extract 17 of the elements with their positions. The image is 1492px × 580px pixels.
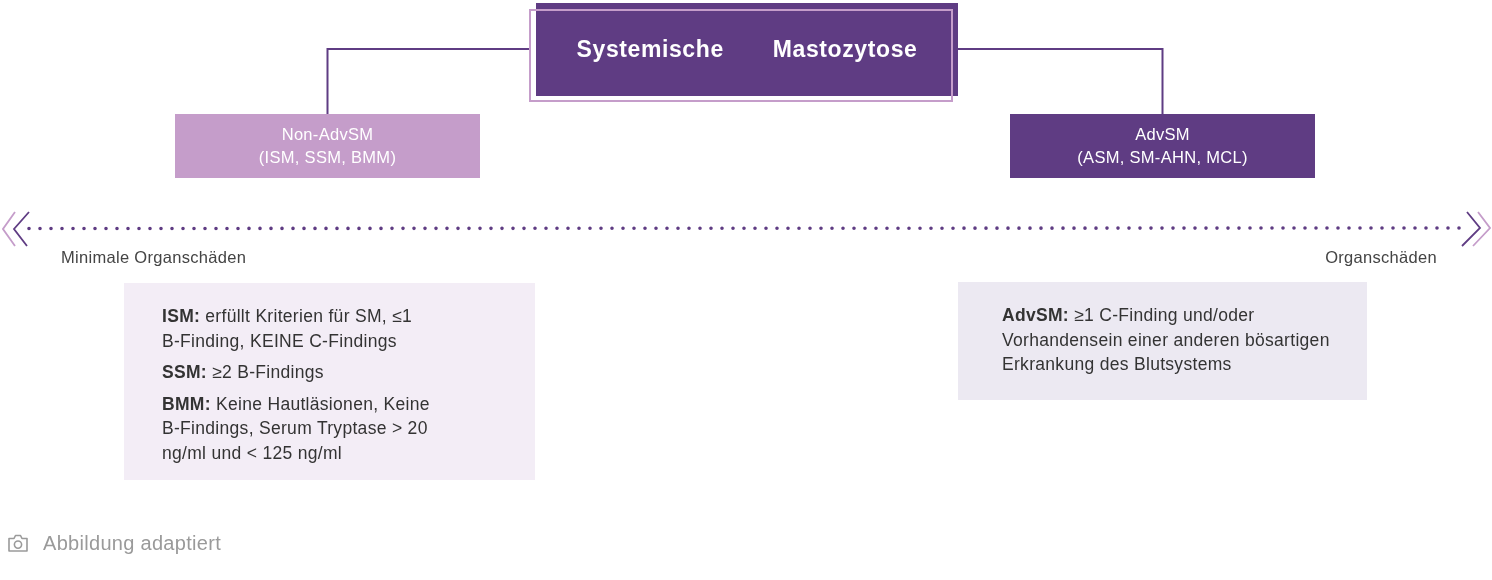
subtype-list: (ASM, SM-AHN, MCL) [1077, 146, 1248, 169]
scale-label: Organschäden [1325, 247, 1437, 267]
connector-line [957, 48, 1164, 115]
figure-caption: Abbildung adaptiert [43, 531, 222, 555]
criteria-text: AdvSM: ≥1 C-Finding und/oder Vorhandensein einer anderen bösartigen Erkrankung des Blutsystems [1002, 304, 1331, 376]
category-name: AdvSM [1135, 124, 1190, 145]
category-box [175, 114, 480, 178]
scale-label: Minimale Organschäden [61, 247, 247, 267]
heading-text: Systemische Mastozytose [576, 36, 918, 63]
connector-line [326, 48, 530, 115]
criteria-text: ISM: erfüllt Kriterien für SM, ≤1 B-Finding, KEINE C-Findings [162, 305, 414, 353]
category-box [1010, 114, 1315, 178]
criteria-text: SSM: ≥2 B-Findings [162, 361, 324, 384]
title-box [529, 3, 958, 102]
subtype-list: (ISM, SSM, BMM) [258, 146, 397, 169]
criteria-text: BMM: Keine Hautläsionen, Keine B-Findings, Serum Tryptase > 20 ng/ml und < 125 ng/ml [162, 392, 431, 465]
category-name: Non-AdvSM [281, 124, 374, 145]
